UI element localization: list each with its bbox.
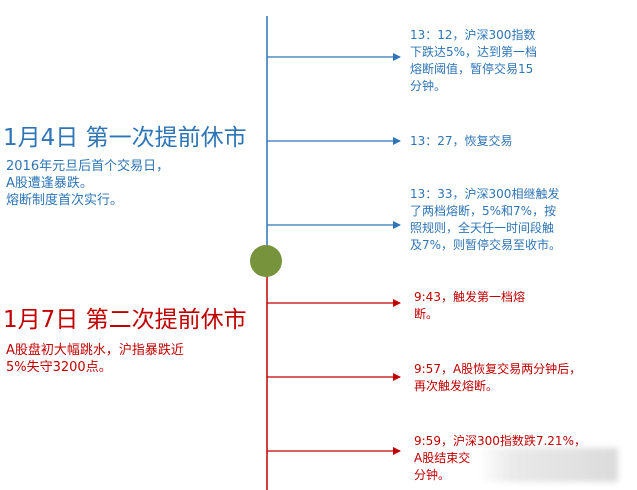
event-1-1: 13：12，沪深300指数 下跌达5%，达到第一档 熔断阈值，暂停交易15 分钟… xyxy=(410,28,538,93)
event-2-2: 9:57，A股恢复交易两分钟后， 再次触发熔断。 xyxy=(414,362,582,393)
section1-title: 1月4日 第一次提前休市 xyxy=(3,125,247,151)
event-2-3: 9:59，沪深300指数跌7.21%， A股结束交 分钟。 xyxy=(414,434,586,482)
timeline-node xyxy=(250,245,282,277)
section2-description: A股盘初大幅跳水，沪指暴跌近 5%失守3200点。 xyxy=(6,343,184,375)
event-1-3: 13：33，沪深300相继触发 了两档熔断，5%和7%，按 照规则，全天任一时间… xyxy=(410,187,562,252)
event-2-1: 9:43，触发第一档熔 断。 xyxy=(414,290,525,321)
section1-description: 2016年元旦后首个交易日， A股遭逢暴跌。 熔断制度首次实行。 xyxy=(6,159,170,208)
event-1-2: 13：27，恢复交易 xyxy=(410,134,513,148)
watermark-overlay xyxy=(478,448,618,482)
section2-title: 1月7日 第二次提前休市 xyxy=(3,307,247,333)
